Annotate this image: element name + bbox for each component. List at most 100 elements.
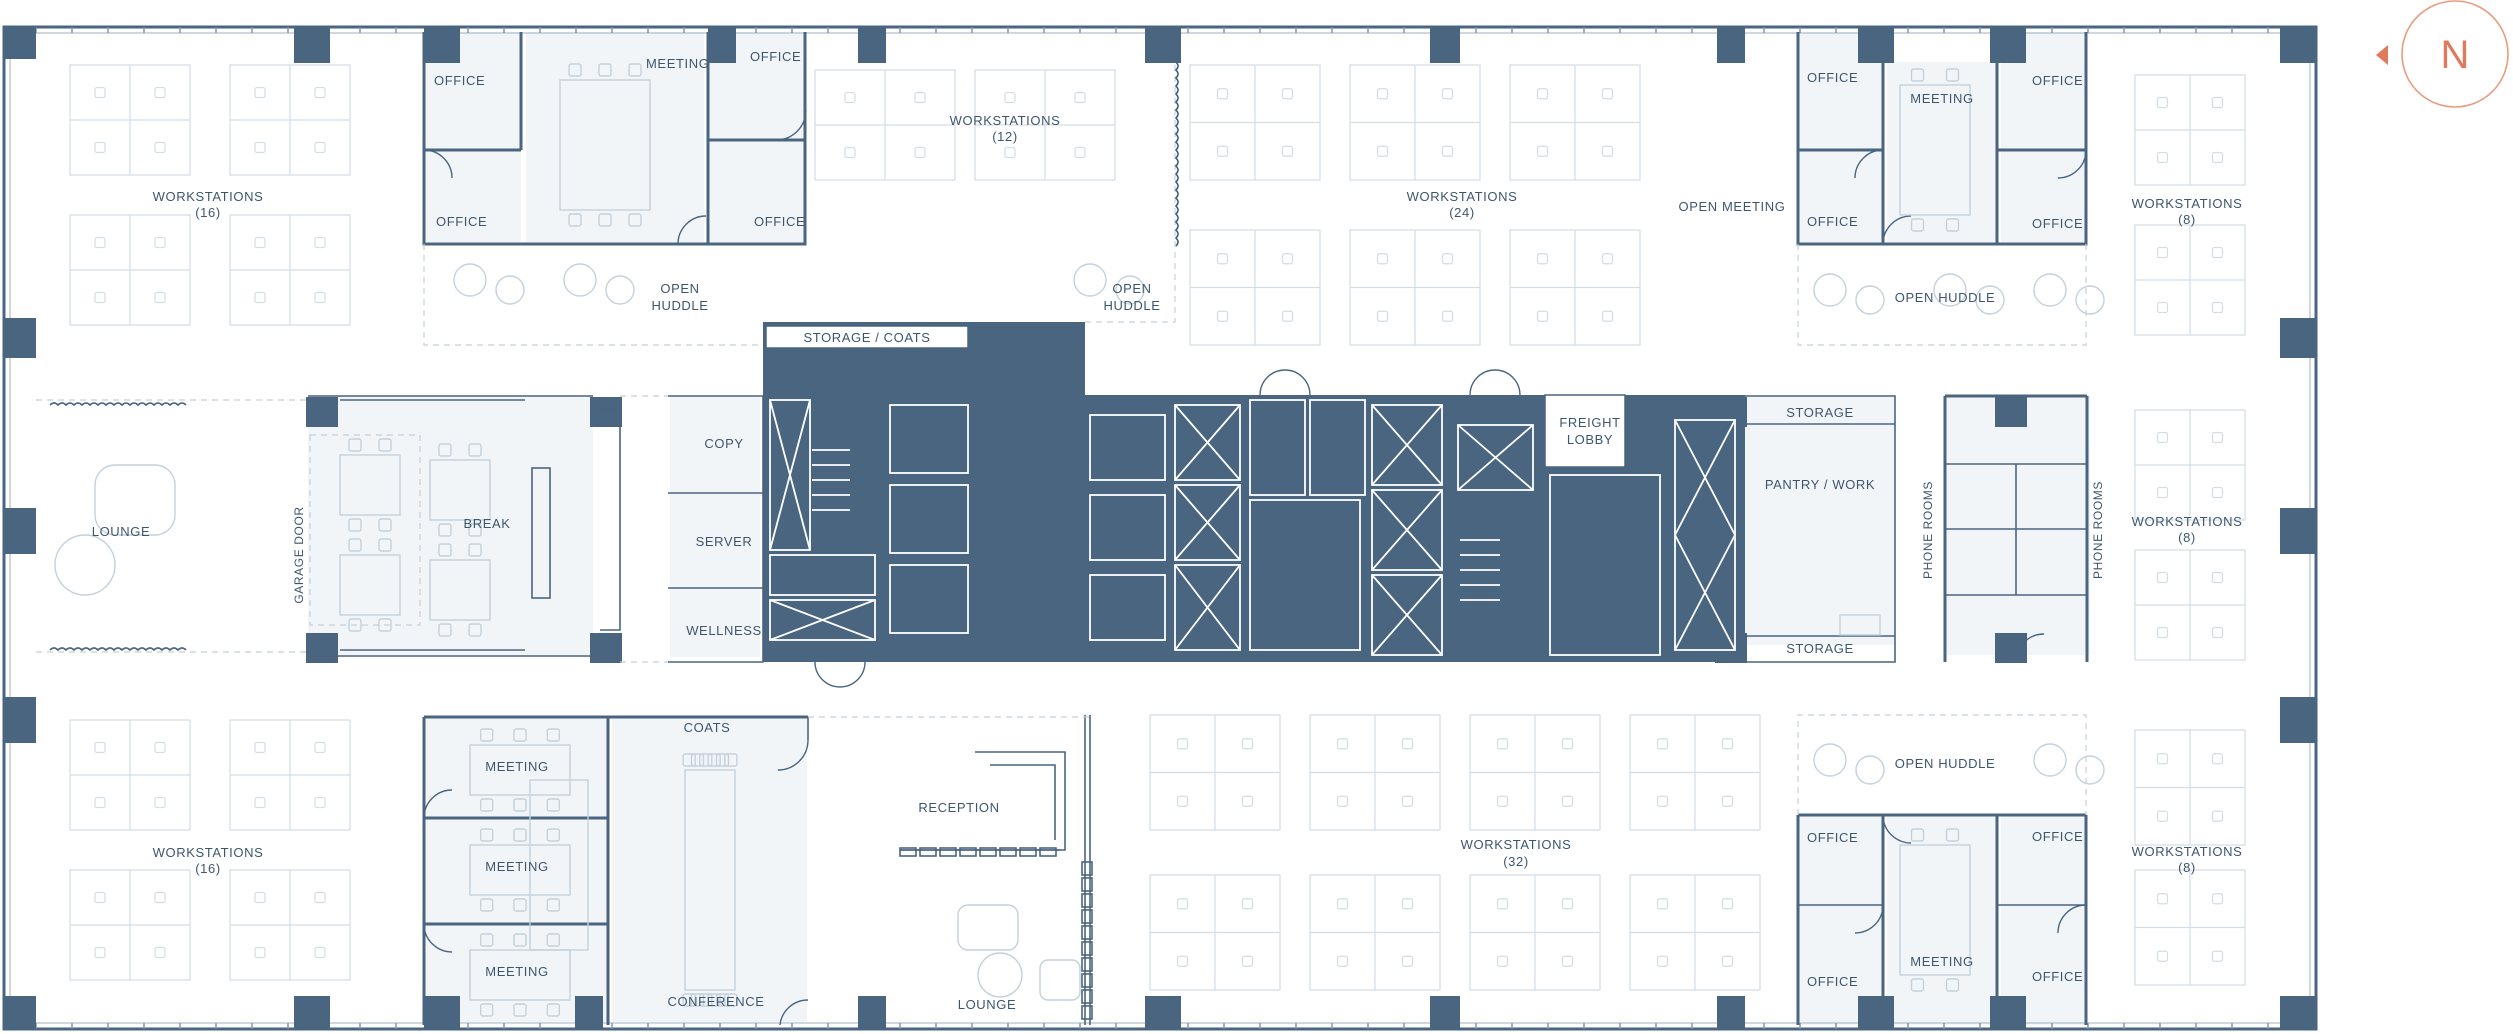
chair-icon bbox=[513, 1003, 527, 1017]
workstation-chair-icon bbox=[154, 236, 166, 249]
huddle-seat-icon bbox=[605, 275, 635, 305]
workstation-chair-icon bbox=[2156, 810, 2169, 822]
chair-icon bbox=[699, 993, 713, 1007]
label-storage-e2: STORAGE bbox=[1786, 641, 1854, 656]
chair-icon bbox=[438, 523, 452, 537]
glass-panel bbox=[1081, 957, 1093, 972]
huddle-seat-icon bbox=[1933, 273, 1967, 307]
label-office-n-4: OFFICE bbox=[754, 214, 805, 229]
workstation-chair-icon bbox=[254, 141, 266, 154]
workstation-chair-icon bbox=[1216, 310, 1229, 322]
label-break: BREAK bbox=[463, 516, 510, 531]
workstation-chair-icon bbox=[2211, 246, 2224, 259]
label-copy: COPY bbox=[704, 436, 743, 451]
chair-icon bbox=[715, 993, 730, 1007]
meeting-table bbox=[469, 844, 571, 896]
huddle-seat-icon bbox=[453, 263, 487, 297]
chair-icon bbox=[1910, 218, 1925, 232]
label-ws-n-center: WORKSTATIONS bbox=[1407, 189, 1518, 204]
chair-icon bbox=[699, 753, 713, 767]
break-counter bbox=[531, 467, 551, 599]
workstation-chair-icon bbox=[1496, 738, 1509, 750]
chair-icon bbox=[348, 538, 362, 552]
label-garage-door: GARAGE DOOR bbox=[292, 506, 306, 603]
huddle-seat-icon bbox=[1855, 285, 1885, 315]
workstation-chair-icon bbox=[1074, 146, 1086, 159]
label-wellness: WELLNESS bbox=[686, 623, 762, 638]
reception-desk-segment bbox=[939, 847, 957, 857]
label-open-huddle-1b: HUDDLE bbox=[651, 298, 708, 313]
break-table bbox=[339, 554, 401, 616]
room-tints bbox=[308, 32, 2090, 1025]
workstation-chair-icon bbox=[1176, 738, 1189, 750]
workstation-chair-icon bbox=[914, 146, 926, 159]
label-meeting-s1: MEETING bbox=[485, 759, 548, 774]
workstation-chair-icon bbox=[1721, 955, 1734, 967]
meeting-table bbox=[1899, 84, 1971, 216]
workstation-chair-icon bbox=[1336, 955, 1349, 967]
workstation-chair-icon bbox=[1376, 145, 1389, 157]
chair-icon bbox=[546, 828, 561, 842]
chair-icon bbox=[682, 753, 696, 767]
glass-panel bbox=[1081, 909, 1093, 924]
workstation-chair-icon bbox=[314, 236, 326, 249]
workstation-chair-icon bbox=[1441, 88, 1454, 100]
workstation-chair-icon bbox=[2211, 950, 2224, 962]
chair-icon bbox=[378, 518, 392, 532]
reception-desk bbox=[54, 464, 1881, 1001]
chair-icon bbox=[479, 798, 494, 812]
break-table bbox=[429, 459, 491, 521]
label-open-meeting: OPEN MEETING bbox=[1679, 199, 1786, 214]
chair-icon bbox=[468, 543, 482, 557]
chair-icon bbox=[568, 213, 582, 227]
label-freight-lobby-2: LOBBY bbox=[1567, 432, 1613, 447]
label-ws-se-count: (8) bbox=[2178, 860, 2196, 875]
workstation-chair-icon bbox=[2156, 571, 2169, 584]
huddle-seat-icon bbox=[2075, 755, 2105, 785]
label-ws-ne: WORKSTATIONS bbox=[2132, 196, 2243, 211]
workstation-chair-icon bbox=[154, 946, 166, 959]
workstation-chair-icon bbox=[1281, 88, 1294, 100]
workstation-chair-icon bbox=[1216, 88, 1229, 100]
workstation-chair-icon bbox=[1241, 738, 1254, 750]
workstation-chair-icon bbox=[154, 741, 166, 754]
workstation-chair-icon bbox=[1721, 898, 1734, 910]
huddle-seat-icon bbox=[1813, 273, 1847, 307]
workstation-chair-icon bbox=[2211, 753, 2224, 765]
chair-icon bbox=[378, 438, 392, 452]
workstation-chair-icon bbox=[1241, 795, 1254, 807]
huddle-seat-icon bbox=[1115, 275, 1145, 305]
break-table bbox=[429, 559, 491, 621]
workstation-chair-icon bbox=[314, 86, 326, 99]
chair-icon bbox=[568, 63, 582, 77]
workstation-chair-icon bbox=[314, 946, 326, 959]
workstation-chair-icon bbox=[1656, 898, 1669, 910]
workstation-chair-icon bbox=[154, 291, 166, 304]
chair-icon bbox=[348, 438, 362, 452]
meeting-table bbox=[469, 744, 571, 796]
chair-icon bbox=[438, 623, 452, 637]
chair-icon bbox=[378, 538, 392, 552]
workstation-chair-icon bbox=[1176, 898, 1189, 910]
chair-icon bbox=[1910, 828, 1925, 842]
workstation-chair-icon bbox=[914, 91, 926, 104]
workstation-chair-icon bbox=[1496, 955, 1509, 967]
huddle-seat-icon bbox=[1813, 743, 1847, 777]
label-meeting-ne: MEETING bbox=[1910, 91, 1973, 106]
chair-icon bbox=[690, 753, 705, 767]
label-office-nw-1: OFFICE bbox=[434, 73, 485, 88]
chair-icon bbox=[468, 523, 482, 537]
furniture bbox=[69, 63, 2246, 1020]
interior-walls bbox=[308, 32, 2089, 1025]
doors bbox=[423, 109, 2087, 1026]
label-reception: RECEPTION bbox=[918, 800, 999, 815]
workstation-chair-icon bbox=[2211, 810, 2224, 822]
workstation-chair-icon bbox=[1441, 310, 1454, 322]
workstation-chair-icon bbox=[1536, 88, 1549, 100]
north-compass: N bbox=[2376, 0, 2509, 108]
chair-icon bbox=[546, 898, 561, 912]
huddle-seat-icon bbox=[1975, 285, 2005, 315]
glass-panel bbox=[1081, 941, 1093, 956]
workstation-chair-icon bbox=[314, 741, 326, 754]
